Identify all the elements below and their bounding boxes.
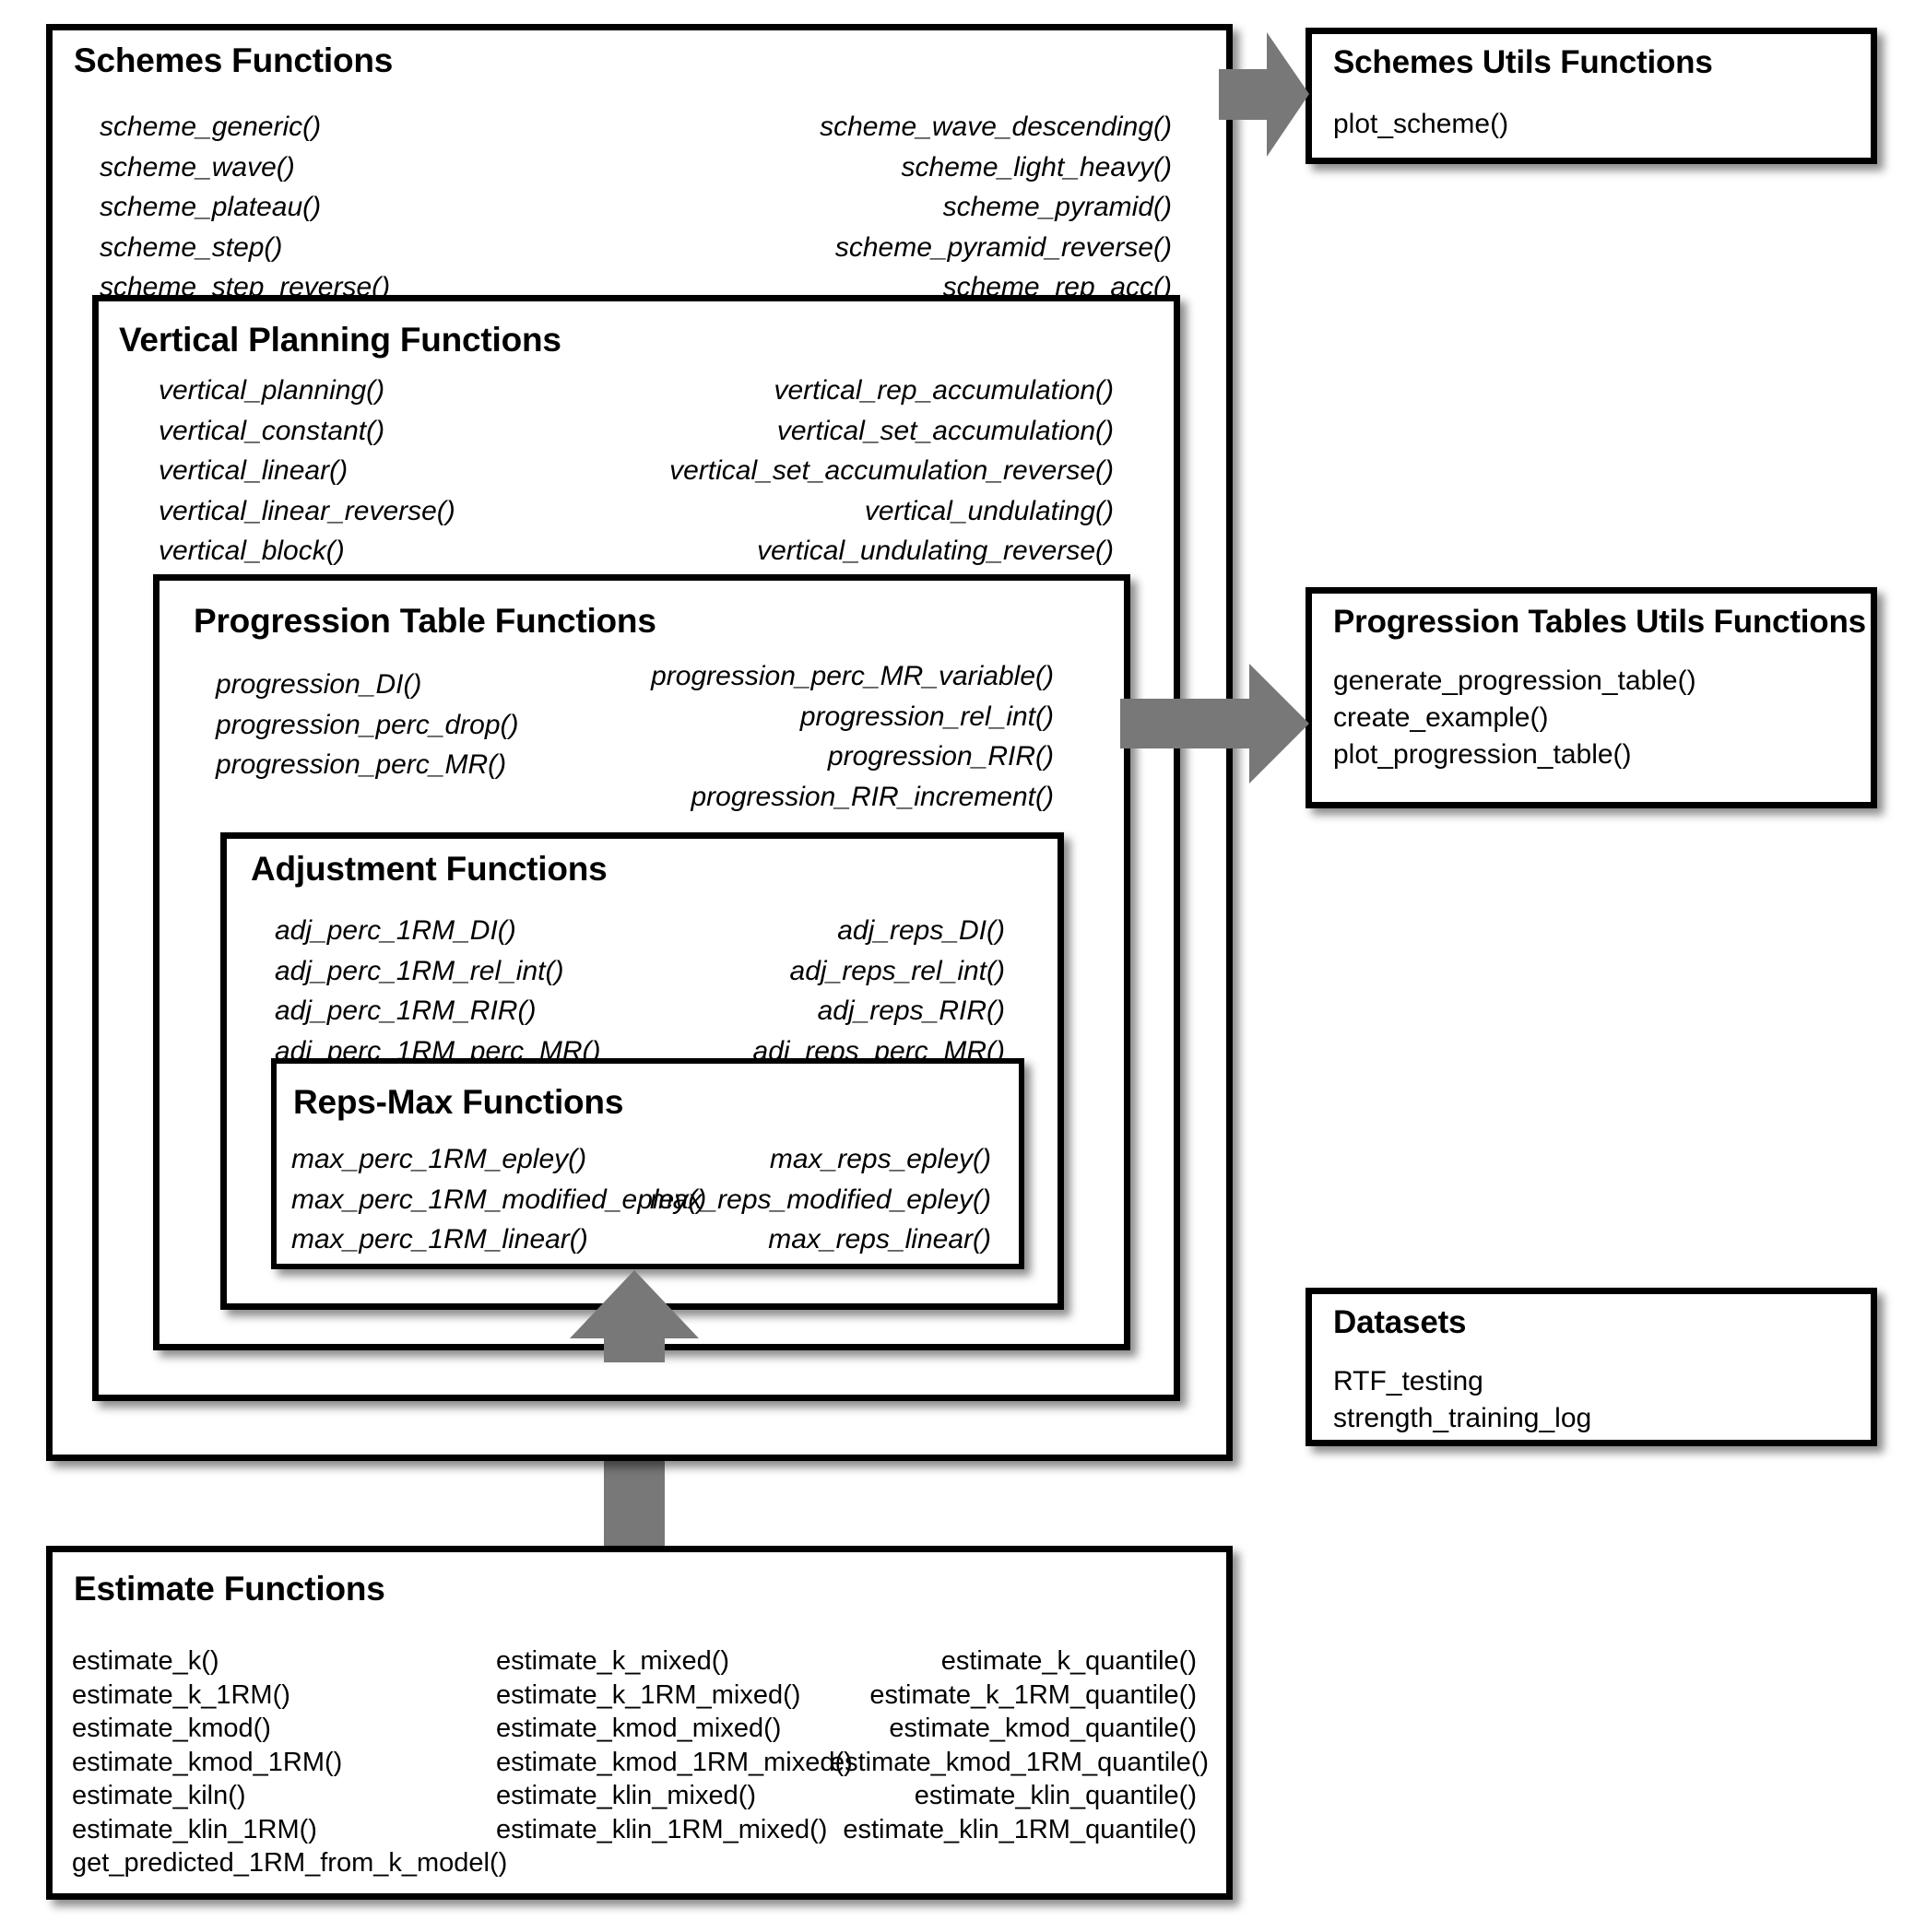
function-name: progression_perc_drop() <box>216 709 519 740</box>
function-name: estimate_k_1RM_mixed() <box>496 1679 801 1710</box>
progression-tables-utils-functions-list: generate_progression_table() create_exam… <box>1333 663 1696 773</box>
arrow-right-icon-progression-to-utils <box>1120 664 1309 783</box>
function-name: max_perc_1RM_linear() <box>291 1224 588 1255</box>
adjustment-left-column: adj_perc_1RM_DI() adj_perc_1RM_rel_int()… <box>275 911 600 1071</box>
function-name: max_perc_1RM_epley() <box>291 1144 587 1174</box>
adjustment-functions-title: Adjustment Functions <box>251 850 608 888</box>
function-name: estimate_klin_mixed() <box>496 1781 757 1811</box>
function-name: scheme_generic() <box>100 112 322 142</box>
function-name: vertical_set_accumulation() <box>776 415 1114 446</box>
function-name: estimate_k_1RM_quantile() <box>869 1679 1197 1710</box>
function-name: estimate_kmod_1RM() <box>72 1747 343 1777</box>
vertical-planning-functions-title: Vertical Planning Functions <box>119 321 561 359</box>
list-item: strength_training_log <box>1333 1402 1592 1433</box>
function-name: vertical_undulating_reverse() <box>757 536 1114 566</box>
function-name: vertical_set_accumulation_reverse() <box>669 455 1114 486</box>
function-name: progression_RIR() <box>827 741 1054 772</box>
estimate-functions-column-3: estimate_k_quantile() estimate_k_1RM_qua… <box>830 1644 1210 1846</box>
function-name: estimate_kmod_1RM_quantile() <box>830 1747 1210 1777</box>
schemes-functions-left-column: scheme_generic() scheme_wave() scheme_pl… <box>100 107 390 308</box>
function-name: progression_rel_int() <box>799 701 1054 732</box>
reps-max-functions-box <box>271 1058 1024 1269</box>
estimate-functions-column-1: estimate_k() estimate_k_1RM() estimate_k… <box>72 1644 507 1880</box>
function-name: adj_reps_rel_int() <box>789 955 1005 986</box>
arrow-up-icon-head-overlay <box>570 1270 699 1362</box>
function-name: estimate_klin_1RM_mixed() <box>496 1814 828 1844</box>
schemes-utils-functions-list: plot_scheme() <box>1333 104 1508 145</box>
function-name: estimate_kmod_1RM_mixed() <box>496 1747 853 1777</box>
arrow-right-icon-schemes-to-utils <box>1219 32 1309 157</box>
schemes-functions-title: Schemes Functions <box>74 41 394 79</box>
function-name: adj_perc_1RM_DI() <box>275 915 516 946</box>
function-name: scheme_step() <box>100 231 283 263</box>
progression-table-left-column: progression_DI() progression_perc_drop()… <box>216 665 519 785</box>
function-name: scheme_pyramid_reverse() <box>834 231 1172 263</box>
estimate-functions-column-2: estimate_k_mixed() estimate_k_1RM_mixed(… <box>496 1644 853 1846</box>
function-name: estimate_k_1RM() <box>72 1679 290 1710</box>
function-name: adj_perc_1RM_rel_int() <box>275 955 564 986</box>
list-item: RTF_testing <box>1333 1366 1483 1396</box>
function-name: scheme_pyramid() <box>942 192 1172 222</box>
function-name: estimate_kmod_quantile() <box>889 1714 1197 1744</box>
function-name: vertical_linear() <box>159 455 349 486</box>
datasets-list: RTF_testing strength_training_log <box>1333 1363 1591 1437</box>
schemes-functions-right-column: scheme_wave_descending() scheme_light_he… <box>590 107 1172 308</box>
progression-table-functions-title: Progression Table Functions <box>194 602 656 640</box>
function-name: plot_progression_table() <box>1333 738 1632 770</box>
function-name: estimate_k() <box>72 1646 219 1676</box>
schemes-utils-functions-title: Schemes Utils Functions <box>1333 44 1713 80</box>
adjustment-right-column: adj_reps_DI() adj_reps_rel_int() adj_rep… <box>645 911 1005 1071</box>
function-name: estimate_klin_quantile() <box>914 1781 1197 1811</box>
function-name: estimate_kiln() <box>72 1781 246 1811</box>
function-name: vertical_planning() <box>159 375 385 406</box>
reps-max-right-column: max_reps_epley() max_reps_modified_epley… <box>618 1139 991 1260</box>
reps-max-functions-title: Reps-Max Functions <box>293 1083 624 1121</box>
function-name: estimate_k_mixed() <box>496 1646 730 1676</box>
function-name: max_reps_linear() <box>768 1224 991 1255</box>
function-name: scheme_wave_descending() <box>820 112 1172 142</box>
function-name: generate_progression_table() <box>1333 666 1696 696</box>
function-name: vertical_undulating() <box>864 495 1114 526</box>
function-name: progression_perc_MR() <box>216 749 507 780</box>
function-name: max_reps_modified_epley() <box>649 1184 991 1215</box>
function-name: create_example() <box>1333 701 1549 733</box>
function-name: vertical_constant() <box>159 415 385 446</box>
function-name: vertical_linear_reverse() <box>159 495 455 526</box>
function-name: vertical_rep_accumulation() <box>774 375 1115 406</box>
progression-table-right-column: progression_perc_MR_variable() progressi… <box>553 656 1054 817</box>
schemes-utils-functions-box <box>1306 28 1877 164</box>
progression-tables-utils-functions-box <box>1306 587 1877 808</box>
function-name: estimate_kmod() <box>72 1714 271 1744</box>
function-name: estimate_kmod_mixed() <box>496 1714 782 1744</box>
datasets-box <box>1306 1288 1877 1446</box>
function-name: max_reps_epley() <box>769 1144 991 1174</box>
function-name: adj_reps_DI() <box>837 915 1005 946</box>
function-name: estimate_k_quantile() <box>940 1646 1197 1676</box>
function-name: adj_perc_1RM_RIR() <box>275 995 537 1026</box>
estimate-functions-title: Estimate Functions <box>74 1570 385 1608</box>
datasets-title: Datasets <box>1333 1304 1467 1340</box>
function-name: max_perc_1RM_modified_epley() <box>291 1184 707 1215</box>
function-name: progression_DI() <box>216 669 422 700</box>
function-name: progression_perc_MR_variable() <box>651 661 1054 691</box>
reps-max-left-column: max_perc_1RM_epley() max_perc_1RM_modifi… <box>291 1139 706 1260</box>
estimate-functions-box <box>46 1546 1233 1900</box>
function-name: plot_scheme() <box>1333 109 1509 139</box>
function-name: scheme_wave() <box>100 151 295 183</box>
function-name: progression_RIR_increment() <box>691 781 1055 812</box>
function-name: estimate_klin_1RM_quantile() <box>843 1814 1197 1844</box>
function-name: estimate_klin_1RM() <box>72 1814 317 1844</box>
progression-tables-utils-functions-title: Progression Tables Utils Functions <box>1333 604 1866 640</box>
function-name: scheme_light_heavy() <box>901 151 1172 183</box>
function-name: get_predicted_1RM_from_k_model() <box>72 1848 508 1879</box>
function-name: vertical_block() <box>159 536 345 566</box>
function-name: scheme_plateau() <box>100 192 322 222</box>
function-name: adj_reps_RIR() <box>817 995 1005 1026</box>
